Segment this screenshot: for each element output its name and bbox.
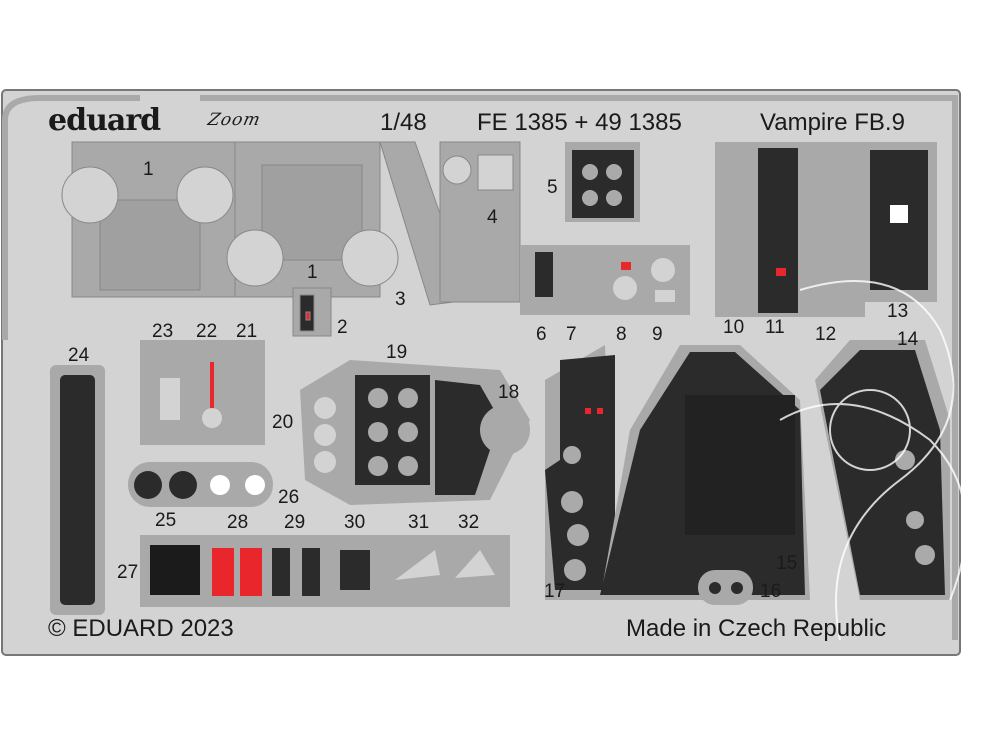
part-number: 21 — [236, 321, 258, 342]
part-number: 9 — [652, 324, 663, 345]
part-5-instrument-panel — [565, 142, 640, 222]
part-number: 17 — [544, 581, 566, 602]
part-number: 24 — [68, 345, 90, 366]
part-number: 2 — [337, 317, 348, 338]
part-24 — [50, 365, 105, 615]
part-number: 25 — [155, 510, 177, 531]
parts-10-13 — [715, 142, 937, 317]
part-number: 27 — [117, 562, 139, 583]
part-number: 14 — [897, 329, 919, 350]
part-number: 32 — [458, 512, 480, 533]
part-number: 1 — [143, 159, 154, 180]
parts-27-32 — [140, 535, 510, 607]
part-number: 30 — [344, 512, 366, 533]
model-name: Vampire FB.9 — [760, 109, 905, 136]
origin-label: Made in Czech Republic — [626, 615, 887, 642]
part-number: 5 — [547, 177, 558, 198]
part-number: 7 — [566, 324, 577, 345]
parts-18-20 — [300, 360, 530, 505]
part-number: 1 — [307, 262, 318, 283]
part-number: 31 — [408, 512, 430, 533]
part-number: 22 — [196, 321, 218, 342]
part-number: 28 — [227, 512, 249, 533]
part-number: 20 — [272, 412, 294, 433]
zoom-logo: Zoom — [205, 110, 263, 130]
part-number: 19 — [386, 342, 408, 363]
part-number: 15 — [776, 553, 798, 574]
part-number: 29 — [284, 512, 306, 533]
part-number: 26 — [278, 487, 300, 508]
parts-6-9 — [520, 245, 690, 315]
part-number: 18 — [498, 382, 520, 403]
part-17-left-panel — [545, 345, 615, 600]
part-number: 11 — [765, 317, 785, 338]
parts-25-26 — [128, 462, 273, 507]
scale-label: 1/48 — [380, 109, 427, 136]
part-number: 4 — [487, 207, 498, 228]
part-1-seat-frames — [61, 141, 521, 337]
eduard-logo: eduard — [48, 103, 161, 138]
part-number: 16 — [760, 581, 782, 602]
product-code: FE 1385 + 49 1385 — [477, 109, 682, 136]
parts-21-23 — [140, 340, 265, 445]
watermark — [779, 280, 967, 641]
part-number: 6 — [536, 324, 547, 345]
part-15-main-panel — [600, 345, 810, 600]
copyright: © EDUARD 2023 — [48, 615, 234, 642]
part-number: 3 — [395, 289, 406, 310]
part-number: 13 — [887, 301, 909, 322]
part-number: 12 — [815, 324, 837, 345]
part-number: 23 — [152, 321, 174, 342]
part-number: 10 — [723, 317, 745, 338]
part-16 — [698, 570, 753, 605]
part-number: 8 — [616, 324, 627, 345]
